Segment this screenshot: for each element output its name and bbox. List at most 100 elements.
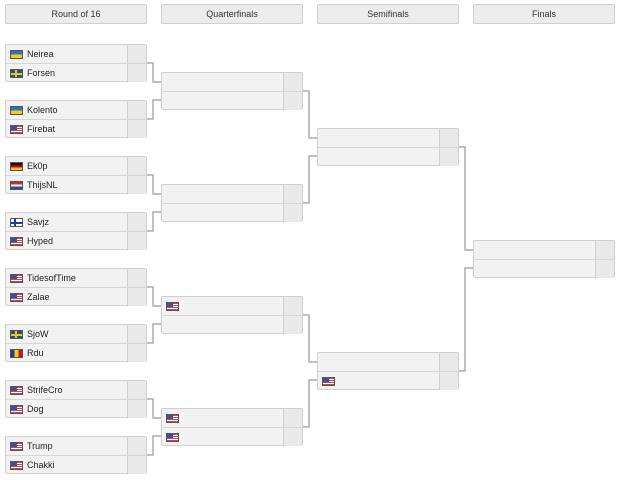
- player-slot[interactable]: [318, 129, 458, 148]
- flag-us-icon: [10, 385, 23, 395]
- score-box: [439, 372, 458, 390]
- player-name: Ek0p: [27, 161, 48, 171]
- player-slot[interactable]: [318, 148, 458, 166]
- player-slot[interactable]: ThijsNL: [6, 176, 146, 194]
- score-box: [127, 456, 146, 474]
- score-box: [439, 353, 458, 371]
- match: [473, 240, 615, 278]
- player-name: Hyped: [27, 236, 54, 246]
- flag-us-icon: [166, 432, 179, 442]
- player-name: Dog: [27, 404, 44, 414]
- score-box: [283, 204, 302, 222]
- player-slot[interactable]: [318, 353, 458, 372]
- player-slot[interactable]: Dog: [6, 400, 146, 418]
- match: SjoW Rdu: [5, 324, 147, 362]
- score-box: [127, 64, 146, 82]
- player-slot[interactable]: Forsen: [6, 64, 146, 82]
- connector-line: [146, 435, 161, 456]
- score-box: [127, 269, 146, 287]
- player-slot[interactable]: [162, 185, 302, 204]
- player-name: Chakki: [27, 460, 55, 470]
- player-name: Savjz: [27, 217, 50, 227]
- player-slot[interactable]: [318, 372, 458, 390]
- flag-us-icon: [166, 413, 179, 423]
- player-slot[interactable]: Rdu: [6, 344, 146, 362]
- score-box: [127, 232, 146, 250]
- match: [317, 352, 459, 390]
- player-name: Rdu: [27, 348, 44, 358]
- player-slot[interactable]: Hyped: [6, 232, 146, 250]
- flag-us-icon: [10, 273, 23, 283]
- score-box: [127, 437, 146, 455]
- flag-us-icon: [10, 236, 23, 246]
- player-slot[interactable]: Ek0p: [6, 157, 146, 176]
- player-name: TidesofTime: [27, 273, 76, 283]
- player-slot[interactable]: [162, 73, 302, 92]
- connector-line: [146, 99, 161, 120]
- score-box: [283, 316, 302, 334]
- score-box: [283, 185, 302, 203]
- player-name: Neirea: [27, 49, 54, 59]
- player-slot[interactable]: [162, 92, 302, 110]
- connector-line: [302, 379, 317, 428]
- round-header: Round of 16: [5, 4, 147, 24]
- connector-line: [458, 146, 473, 251]
- flag-us-icon: [166, 301, 179, 311]
- connector-line: [146, 62, 161, 83]
- player-slot[interactable]: Chakki: [6, 456, 146, 474]
- flag-us-icon: [10, 441, 23, 451]
- player-slot[interactable]: [474, 241, 614, 260]
- match: [161, 296, 303, 334]
- player-name: SjoW: [27, 329, 49, 339]
- flag-nl-icon: [10, 180, 23, 190]
- player-slot[interactable]: [162, 409, 302, 428]
- score-box: [283, 73, 302, 91]
- connector-line: [146, 174, 161, 195]
- player-slot[interactable]: Neirea: [6, 45, 146, 64]
- player-slot[interactable]: Savjz: [6, 213, 146, 232]
- player-slot[interactable]: TidesofTime: [6, 269, 146, 288]
- flag-ro-icon: [10, 348, 23, 358]
- score-box: [283, 428, 302, 446]
- player-slot[interactable]: [162, 316, 302, 334]
- player-name: Trump: [27, 441, 53, 451]
- player-slot[interactable]: Zalae: [6, 288, 146, 306]
- player-name: StrifeCro: [27, 385, 63, 395]
- score-box: [283, 409, 302, 427]
- player-slot[interactable]: [474, 260, 614, 278]
- player-slot[interactable]: Firebat: [6, 120, 146, 138]
- flag-de-icon: [10, 161, 23, 171]
- score-box: [127, 381, 146, 399]
- player-slot[interactable]: Trump: [6, 437, 146, 456]
- score-box: [127, 101, 146, 119]
- player-slot[interactable]: [162, 204, 302, 222]
- player-slot[interactable]: StrifeCro: [6, 381, 146, 400]
- player-slot[interactable]: [162, 297, 302, 316]
- connector-line: [458, 267, 473, 372]
- match: [161, 408, 303, 446]
- player-slot[interactable]: [162, 428, 302, 446]
- score-box: [127, 213, 146, 231]
- score-box: [439, 148, 458, 166]
- connector-line: [302, 155, 317, 204]
- player-name: Forsen: [27, 68, 56, 78]
- player-name: Kolento: [27, 105, 58, 115]
- round-header: Semifinals: [317, 4, 459, 24]
- flag-us-icon: [322, 376, 335, 386]
- player-slot[interactable]: Kolento: [6, 101, 146, 120]
- connector-line: [302, 314, 317, 363]
- match: [161, 72, 303, 110]
- score-box: [439, 129, 458, 147]
- player-slot[interactable]: SjoW: [6, 325, 146, 344]
- score-box: [283, 92, 302, 110]
- flag-ua-icon: [10, 49, 23, 59]
- connector-line: [146, 398, 161, 419]
- connector-line: [146, 211, 161, 232]
- flag-se-icon: [10, 68, 23, 78]
